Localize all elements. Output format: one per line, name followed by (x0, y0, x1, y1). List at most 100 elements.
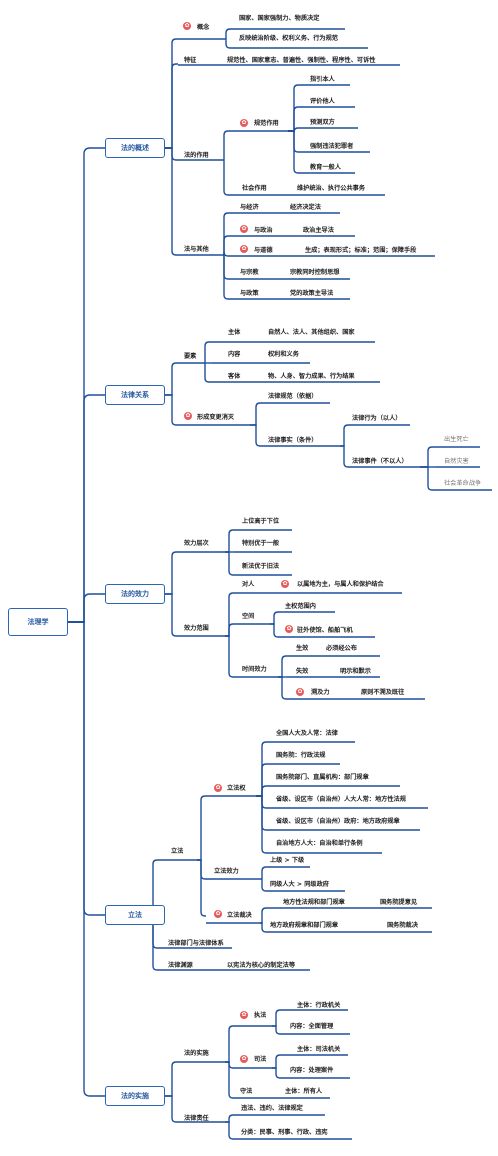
node-duiren-1: 以属地为主，与属人和保护结合 (297, 581, 384, 588)
branch (270, 611, 279, 625)
branch (256, 763, 268, 797)
branch (225, 1121, 234, 1140)
branch (288, 84, 300, 132)
node-q4: 省级、设区市（自治州）人大人常：地方性法规 (276, 796, 406, 803)
node-xc-guifan: 法律规范（依据） (268, 393, 318, 400)
node-gainian-1: 国家、国家强制力、物质决定 (239, 15, 320, 22)
node-shishi: 法的实施 (184, 1050, 209, 1057)
node-c1: 地方性法规和部门规章 (283, 899, 345, 906)
branch (68, 621, 105, 916)
node-guifan-5: 教育一般人 (310, 164, 341, 171)
node-sf-1: 主体：司法机关 (297, 1046, 341, 1053)
branch (165, 147, 178, 256)
branch (272, 1054, 281, 1069)
node-zhifa: 执法 (254, 1012, 267, 1019)
section-legislation[interactable]: 立法 (105, 905, 165, 925)
node-guifan-4: 强制违法犯罪者 (310, 143, 354, 150)
branch (272, 1067, 281, 1079)
node-neirong-1: 权利和义务 (268, 351, 299, 358)
branch (420, 446, 436, 468)
branch (225, 39, 232, 49)
node-guifan-2: 评价他人 (310, 98, 335, 105)
node-xc-shishi: 法律事实（条件） (268, 437, 318, 444)
node-x2: 同级人大 > 同级政府 (270, 881, 329, 888)
node-c2: 地方政府规章和部门规章 (270, 922, 339, 929)
branch (260, 907, 267, 924)
node-keti: 客体 (228, 373, 241, 380)
root-node[interactable]: 法理学 (8, 608, 68, 636)
node-cc-2: 特别优于一般 (242, 540, 280, 547)
node-gainian-2: 反映统治阶级、权利义务、行为规范 (239, 35, 338, 42)
branch (68, 394, 105, 623)
branch (278, 655, 287, 678)
node-shoufa: 守法 (240, 1088, 253, 1095)
node-lifaquan: 立法权 (227, 785, 246, 792)
node-qita: 法与其他 (184, 246, 209, 253)
node-sj-3: 社会革命战争 (444, 480, 482, 487)
node-lifa: 立法 (171, 848, 184, 855)
node-xingwei: 法律行为（以人） (352, 415, 402, 422)
node-zongjiao-1: 宗教同时控制思想 (290, 269, 340, 276)
section-overview[interactable]: 法的概述 (105, 138, 165, 158)
node-jingji: 与经济 (240, 204, 259, 211)
node-lifaxiaoli: 立法效力 (214, 868, 239, 875)
branch (260, 922, 267, 933)
node-zr-1: 违法、违约、法律规定 (241, 1105, 303, 1112)
branch (225, 28, 232, 39)
section-legal-relation[interactable]: 法律关系 (105, 385, 165, 405)
branch (261, 879, 267, 892)
node-shijian: 法律事件（不以人） (352, 458, 408, 465)
branch (420, 466, 436, 491)
branch (204, 363, 212, 383)
key-point-flower-icon: ✿ (240, 119, 248, 127)
branch (68, 593, 105, 623)
branch (223, 160, 232, 196)
branch (223, 255, 232, 300)
node-guifan: 规范作用 (254, 120, 279, 127)
branch (261, 866, 267, 879)
node-zhengce-1: 党的政策主导法 (290, 290, 334, 297)
branch (225, 635, 234, 678)
node-shengxiao: 生效 (296, 645, 309, 652)
node-keti-1: 物、人身、智力成果、行为结果 (268, 373, 355, 380)
node-c2b: 国务院裁决 (387, 922, 418, 929)
branch (225, 1114, 234, 1123)
key-point-flower-icon: ✿ (296, 688, 304, 696)
branch (68, 147, 105, 623)
node-cengci: 效力层次 (184, 540, 209, 547)
node-guifan-3: 预测双方 (310, 119, 335, 126)
node-zeren: 法律责任 (184, 1115, 209, 1122)
node-kj-2: 驻外使馆、船舶飞机 (297, 627, 353, 634)
branch (256, 741, 268, 797)
node-suji-1: 原则不溯及既往 (361, 689, 405, 696)
branch (165, 1095, 178, 1123)
node-bumen: 法律部门与法律体系 (168, 940, 224, 947)
node-guifan-1: 指引本人 (310, 76, 335, 83)
node-cc-3: 新法优于旧法 (242, 563, 280, 570)
key-point-flower-icon: ✿ (240, 225, 248, 233)
node-zongjiao: 与宗教 (240, 269, 259, 276)
node-fanwei: 效力范围 (184, 625, 209, 632)
node-duiren: 对人 (242, 581, 255, 588)
section-effect[interactable]: 法的效力 (105, 584, 165, 604)
node-sifa: 司法 (254, 1056, 267, 1063)
node-kj-1: 主权范围内 (285, 603, 316, 610)
node-xingcheng: 形成变更消灭 (197, 414, 235, 421)
node-sj-2: 自然灾害 (444, 458, 469, 465)
node-q5: 省级、设区市（自治州）政府：地方政府规章 (276, 818, 400, 825)
branch (225, 623, 234, 637)
branch (165, 593, 178, 637)
branch (223, 255, 232, 280)
branch (165, 394, 178, 426)
branch (270, 623, 279, 638)
section-implementation[interactable]: 法的实施 (105, 1086, 165, 1106)
node-x1: 上级 > 下级 (270, 857, 305, 864)
node-kongjian: 空间 (242, 613, 255, 620)
node-zhengzhi: 与政治 (254, 227, 273, 234)
node-zhuti: 主体 (228, 329, 241, 336)
key-point-flower-icon: ✿ (285, 625, 293, 633)
node-sf-2: 内容：处理案件 (290, 1067, 334, 1074)
node-caijue: 立法裁决 (227, 912, 252, 919)
node-suji: 溯及力 (311, 689, 330, 696)
